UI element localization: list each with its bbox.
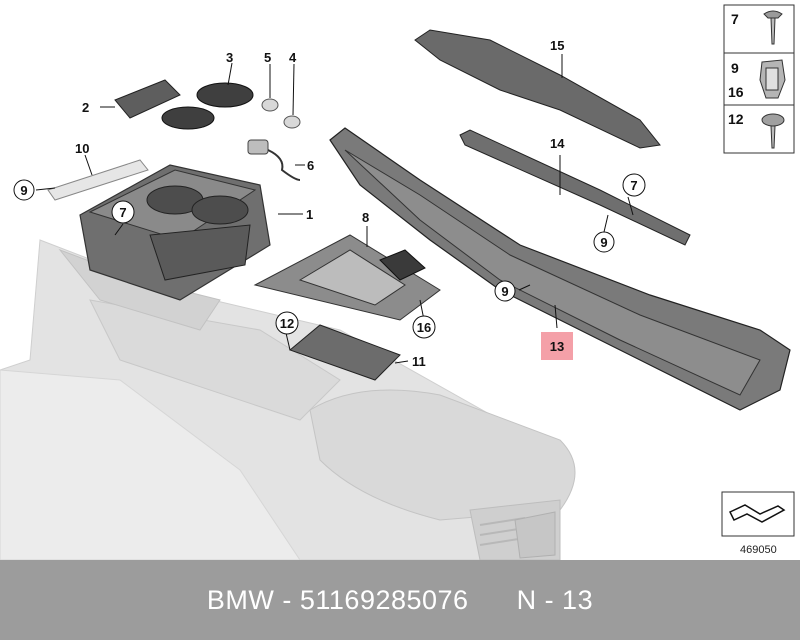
diagram-code: 469050 <box>740 544 777 556</box>
part-5-plug <box>261 98 279 112</box>
callout-14: 14 <box>550 136 565 151</box>
callout-10: 10 <box>75 141 89 156</box>
part-2-storage-tray <box>114 79 181 119</box>
callout-7-right: 7 <box>622 173 646 197</box>
legend-num-16: 16 <box>728 84 744 100</box>
svg-text:13: 13 <box>550 339 564 354</box>
callout-1: 1 <box>306 207 313 222</box>
svg-text:9: 9 <box>501 284 508 299</box>
part-3-rubber-mats <box>161 82 254 130</box>
callout-7-left: 7 <box>111 200 135 224</box>
callout-12: 12 <box>275 311 299 335</box>
screw-icon <box>761 113 785 149</box>
screw-icon <box>763 10 783 45</box>
svg-text:7: 7 <box>630 178 637 193</box>
svg-text:16: 16 <box>417 320 431 335</box>
callout-13-highlight: 13 <box>541 332 573 360</box>
part-11-trim-frame <box>289 324 401 381</box>
svg-text:7: 7 <box>119 205 126 220</box>
part-number-label: BMW - 51169285076 N - 13 <box>206 584 594 615</box>
part-1-cup-holder <box>79 164 271 301</box>
svg-text:9: 9 <box>20 183 27 198</box>
legend-num-12: 12 <box>728 111 744 127</box>
callout-9-left: 9 <box>13 179 35 201</box>
part-15-upper-trim <box>414 29 661 149</box>
callout-8: 8 <box>362 210 369 225</box>
part-13-side-panel <box>329 127 791 411</box>
legend-num-7: 7 <box>731 11 739 27</box>
callout-16: 16 <box>412 315 436 339</box>
callout-5: 5 <box>264 50 271 65</box>
clip-icon <box>759 59 786 99</box>
fastener-legend: 7 9 16 12 <box>723 4 795 154</box>
legend-num-9: 9 <box>731 60 739 76</box>
part-8-shift-cover <box>253 234 441 321</box>
part-14-trim-strip <box>459 129 691 246</box>
callout-9-right: 9 <box>593 231 615 253</box>
part-4-plug <box>283 115 301 129</box>
callout-11: 11 <box>412 354 426 369</box>
svg-text:12: 12 <box>280 316 294 331</box>
diagram-code-box: 469050 <box>721 491 795 556</box>
parts-diagram: 2 3 5 4 6 10 1 8 11 14 15 9 7 12 16 7 9 … <box>0 4 795 560</box>
arrow-symbol-icon <box>728 504 786 523</box>
callout-9-center: 9 <box>494 280 516 302</box>
leader-lines <box>35 54 634 364</box>
callout-6: 6 <box>307 158 314 173</box>
part-6-socket-wire <box>247 139 301 181</box>
part-info-footer: BMW - 51169285076 N - 13 <box>0 560 800 640</box>
callout-15: 15 <box>550 38 564 53</box>
callout-3: 3 <box>226 50 233 65</box>
svg-text:9: 9 <box>600 235 607 250</box>
callout-4: 4 <box>289 50 297 65</box>
part-10-trim-strip <box>47 159 149 201</box>
callout-2: 2 <box>82 100 89 115</box>
